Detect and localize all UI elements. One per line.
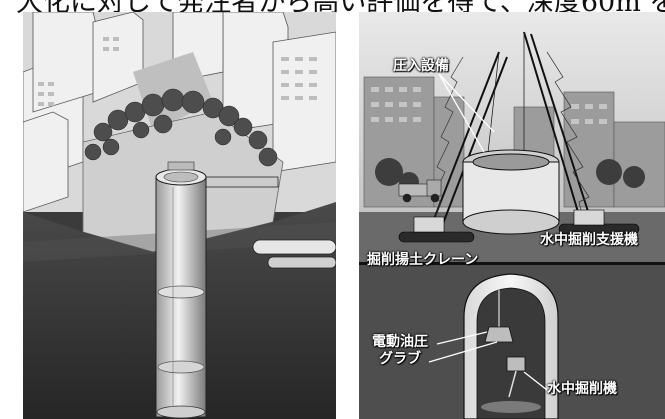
grab-machine xyxy=(484,290,526,398)
underground-shaft xyxy=(463,273,559,419)
press-in-ring xyxy=(462,149,560,235)
label-electric-grab-line1: 電動油圧 xyxy=(372,334,428,350)
left-illustration-panel xyxy=(23,12,336,419)
shaft-cutaway-illustration xyxy=(23,12,336,419)
dump-truck xyxy=(398,179,442,203)
shaft-cylinder xyxy=(155,168,207,419)
label-underwater-excavator: 水中掘削機 xyxy=(547,381,617,397)
construction-site-illustration xyxy=(359,12,665,419)
label-excavation-crane: 掘削揚土クレーン xyxy=(367,252,479,268)
label-electric-grab-line2: グラブ xyxy=(379,351,421,367)
label-underwater-support: 水中掘削支援機 xyxy=(540,232,638,248)
label-electric-grab: 電動油圧 グラブ xyxy=(365,334,435,368)
tunnel-pipes xyxy=(197,176,336,269)
crawler-bases xyxy=(398,209,640,243)
trees xyxy=(375,158,645,192)
label-press-in-equipment: 圧入設備 xyxy=(393,58,449,74)
right-illustration-panel: 圧入設備 掘削揚土クレーン 水中掘削支援機 電動油圧 グラブ 水中掘削機 xyxy=(359,12,665,419)
park-trees xyxy=(84,88,278,167)
buildings-left xyxy=(23,12,144,213)
